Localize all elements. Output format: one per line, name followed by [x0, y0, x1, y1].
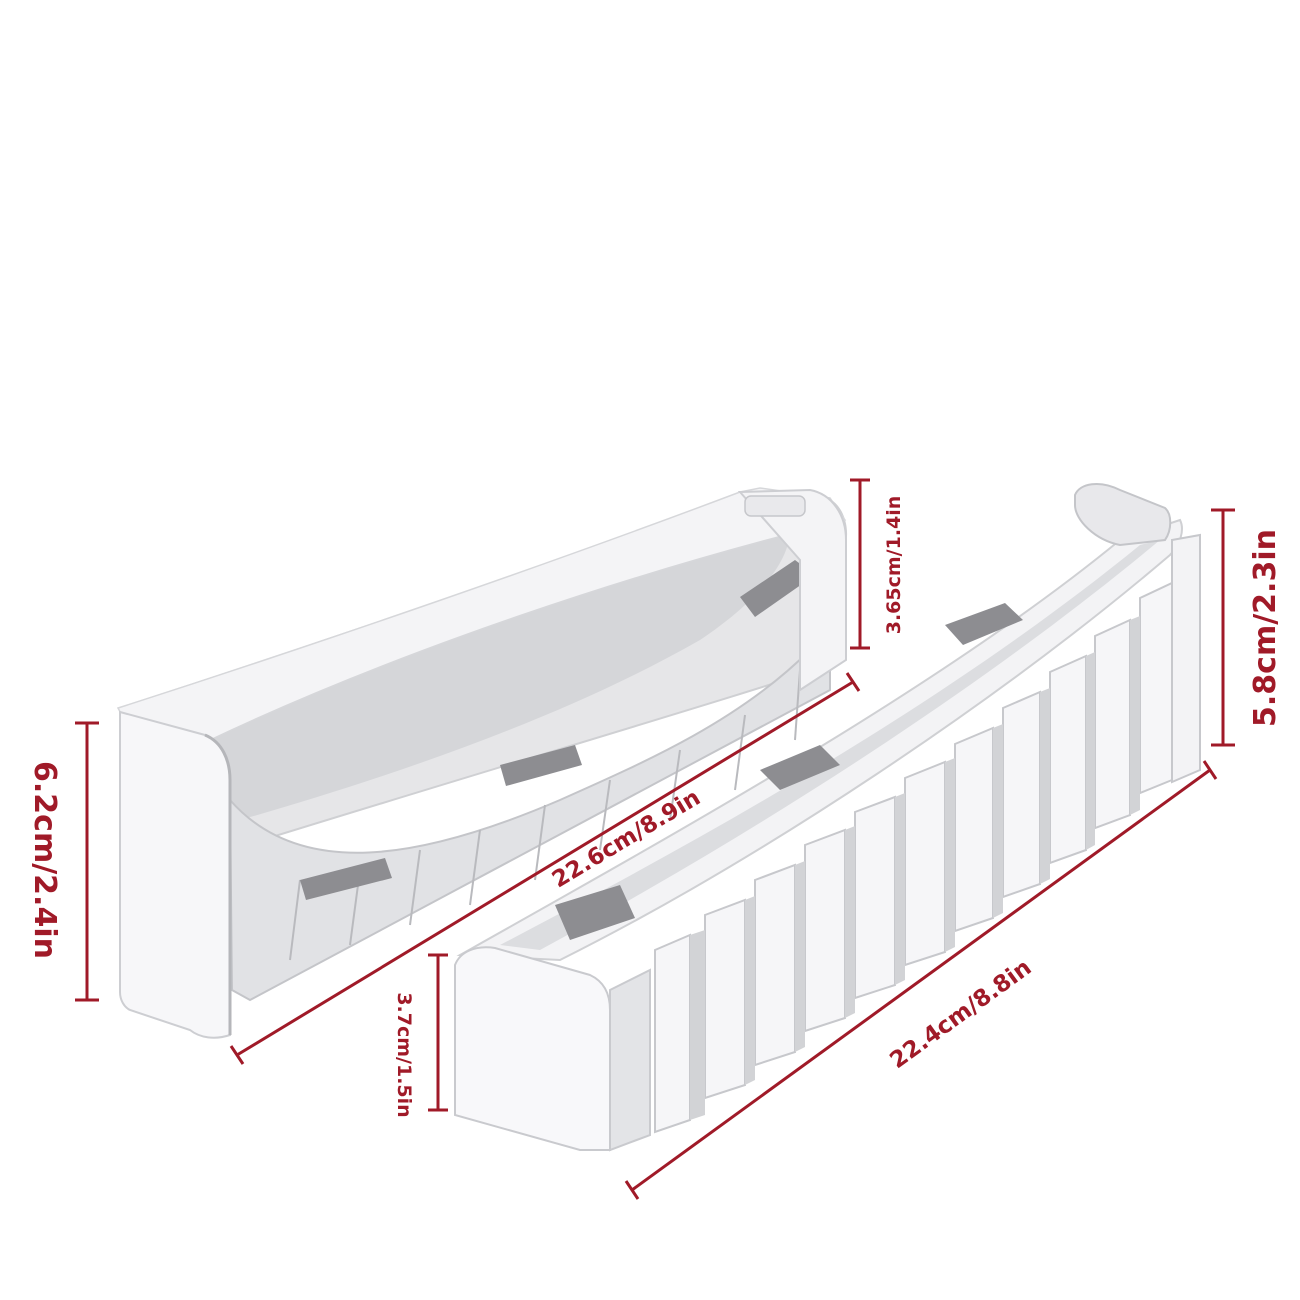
right-length-label: 22.4cm/8.8in [885, 955, 1036, 1075]
right-stand-front-block [454, 946, 611, 1151]
right-inner-height-label: 3.7cm/1.5in [393, 992, 415, 1117]
left-stand-slots [228, 648, 831, 1002]
left-stand-front-cap [119, 710, 231, 1039]
left-stand-back-tab [744, 495, 806, 517]
left-stand [116, 487, 848, 1039]
right-stand [454, 483, 1201, 1152]
right-length-line [631, 768, 1211, 1192]
right-stand-rib-shadows [690, 616, 1140, 1120]
right-stand-back-rib [1171, 533, 1201, 784]
left-stand-inner-sheet [160, 530, 790, 820]
right-stand-pad-1 [945, 603, 1023, 645]
left-stand-front-cap-edge [204, 733, 232, 1035]
left-inner-height-label: 3.65cm/1.4in [883, 496, 905, 635]
left-height-label: 6.2cm/2.4in [27, 761, 62, 959]
right-stand-pad-2 [760, 745, 840, 790]
left-stand-slot-ribs [289, 669, 801, 961]
dimension-lines [75, 478, 1235, 1200]
left-stand-pad-3 [740, 560, 815, 617]
left-length-line [236, 680, 854, 1057]
right-height-label: 5.8cm/2.3in [1248, 529, 1283, 727]
left-stand-back-cap [737, 488, 847, 692]
right-stand-back-tab [1074, 483, 1172, 547]
right-stand-pad-3 [555, 885, 635, 940]
right-stand-front-side [609, 968, 651, 1152]
left-stand-pad-2 [500, 745, 582, 786]
left-stand-pad-1 [300, 858, 392, 900]
